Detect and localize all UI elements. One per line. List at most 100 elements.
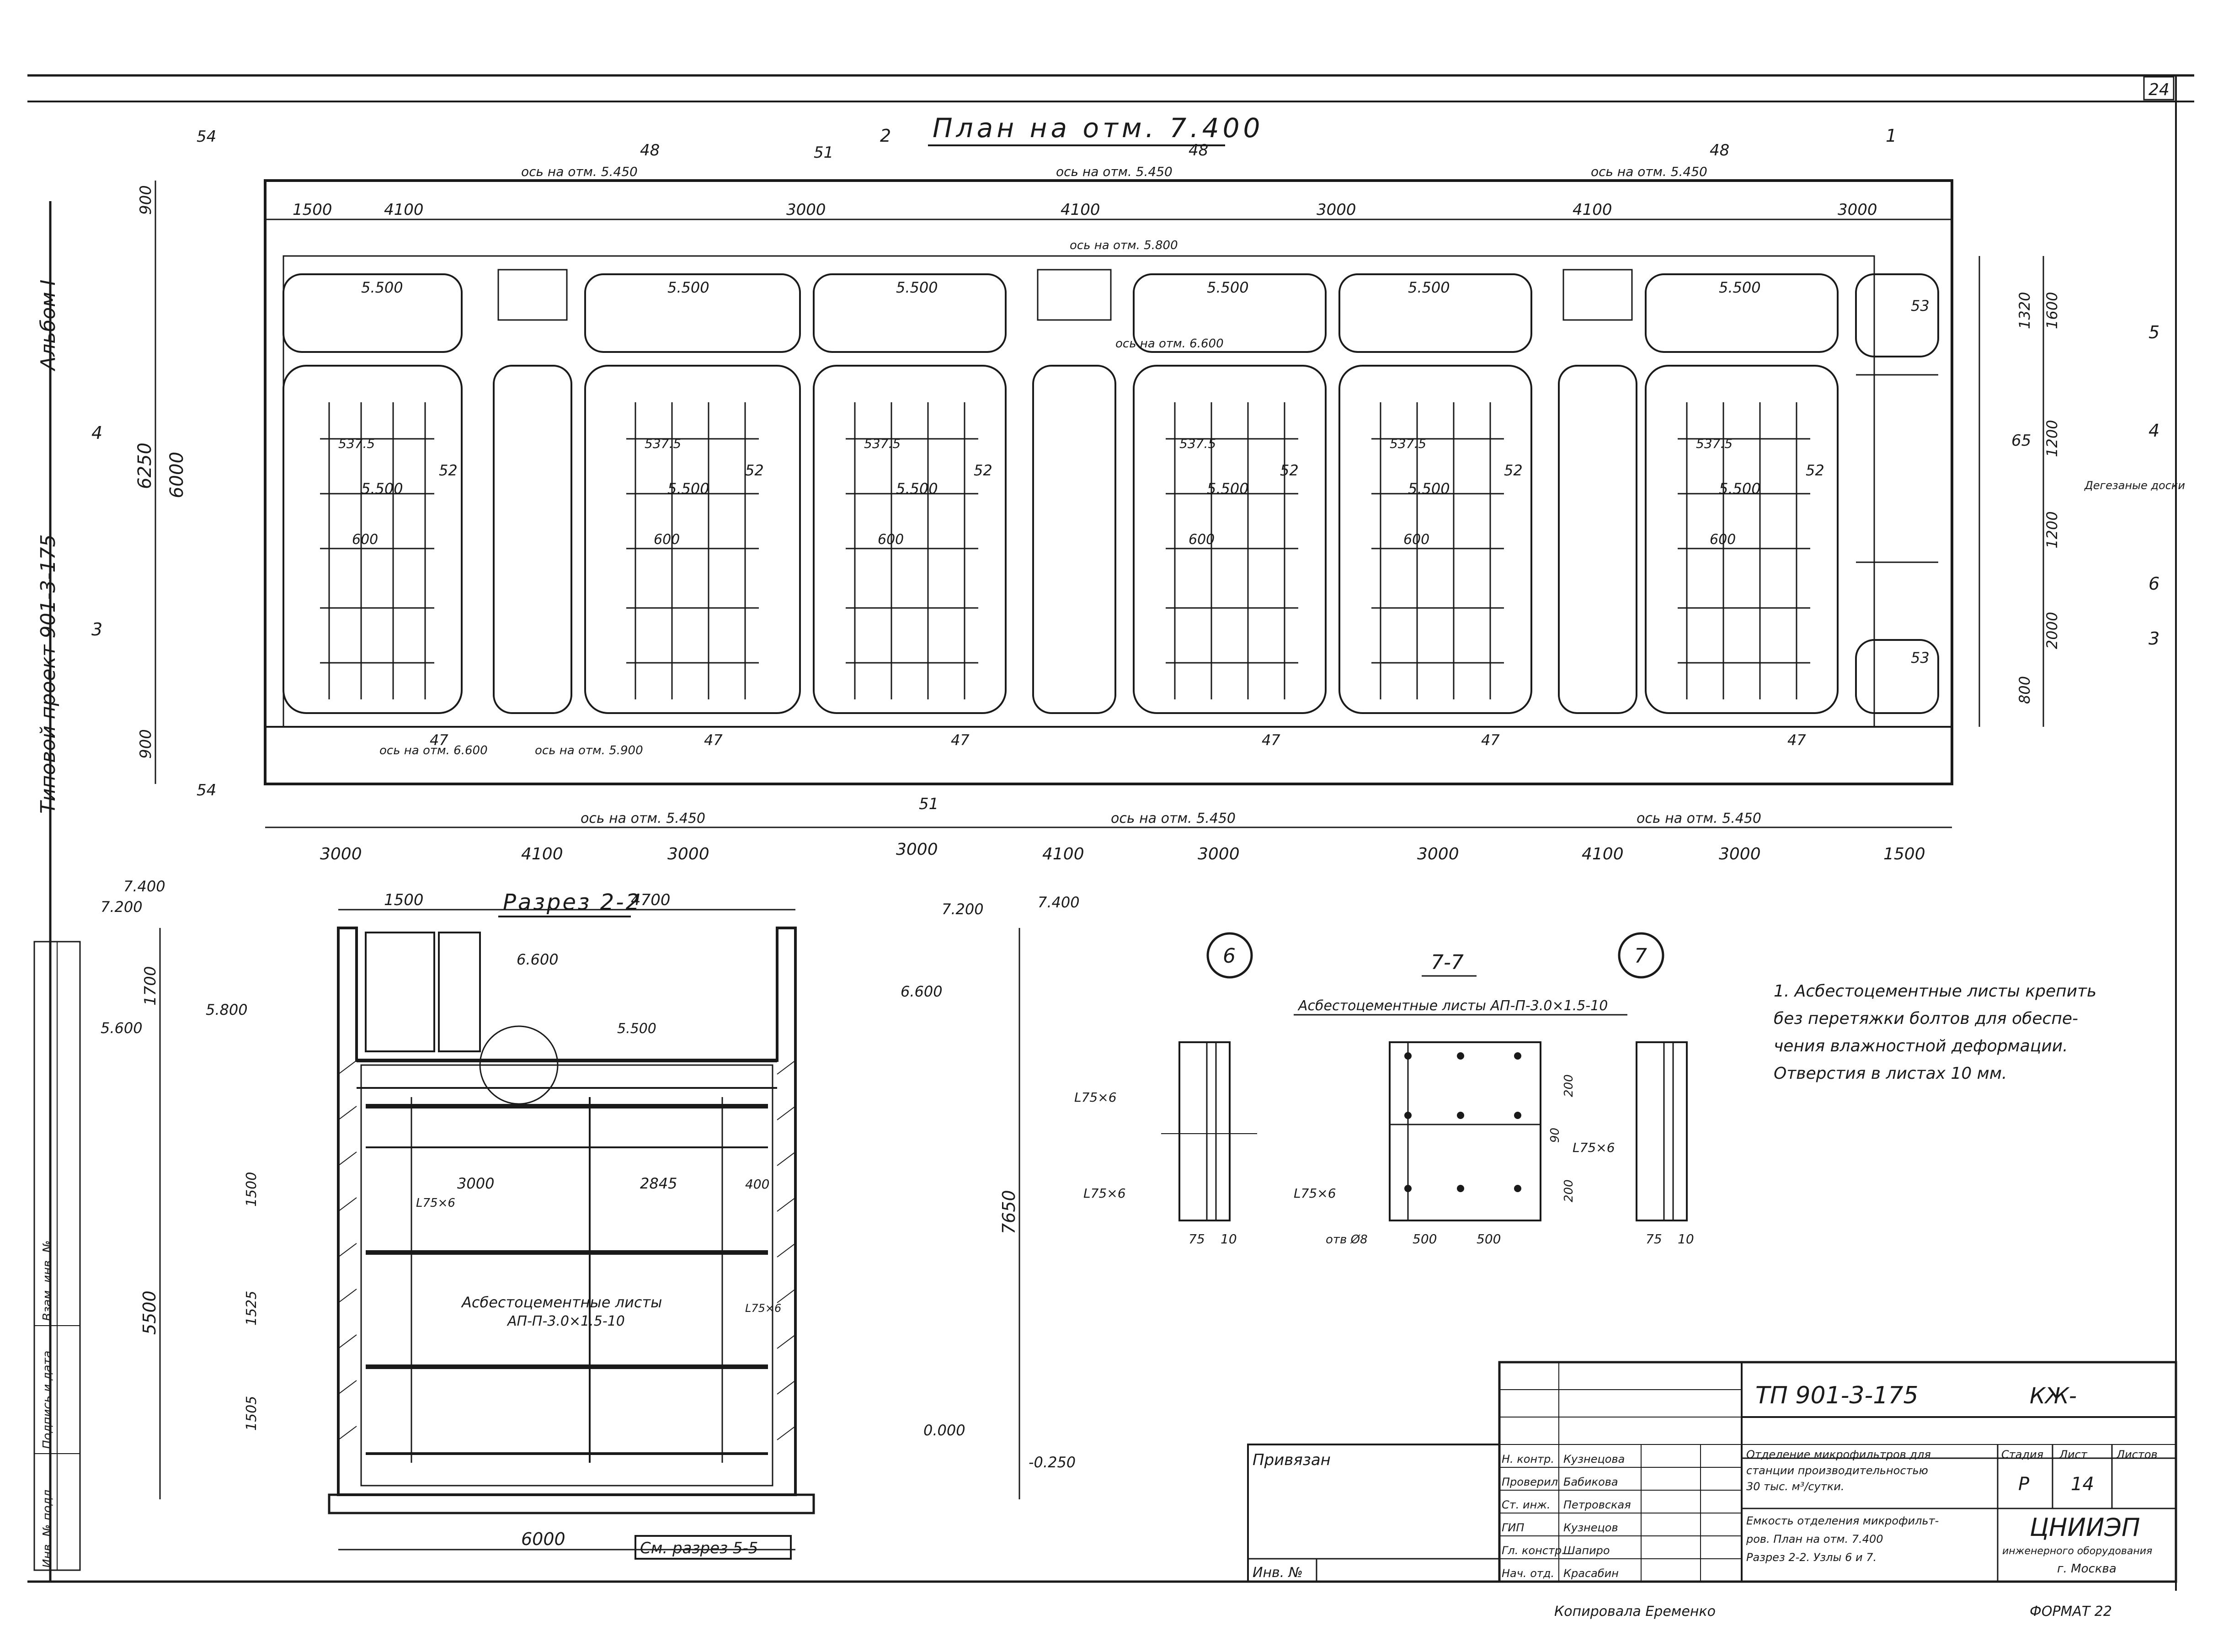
section22-elev-6600-r: 6.600 — [901, 983, 943, 1000]
plan-label-47-f: 47 — [1787, 731, 1806, 749]
plan-elev-4: 5.500 — [1207, 279, 1249, 296]
plan-section-mark-5: 5 — [2149, 322, 2159, 342]
tb-inv: Инв. № — [1253, 1565, 1303, 1581]
plan-label-600-e: 600 — [1403, 532, 1429, 548]
plan-dim-left-1: 900 — [137, 185, 155, 215]
plan-dim-right-4: 1200 — [2043, 512, 2061, 549]
section22-dim-right: 7650 — [999, 1190, 1019, 1234]
plan-dim-top-7: 3000 — [1838, 201, 1877, 219]
title-block: Привязан Инв. № ТП 901-3-175 КЖ- Н. конт… — [1247, 1361, 2177, 1620]
tb-sheet-title-1: Емкость отделения микрофильт- — [1746, 1514, 1939, 1527]
plan-label-47-e: 47 — [1481, 731, 1500, 749]
plan-section-mark-3: 3 — [2149, 629, 2159, 649]
plan-label-537-d: 537.5 — [1179, 436, 1216, 451]
side-stamp: Инв. № подл. Подпись и дата Взам. инв. № — [33, 941, 81, 1571]
plan-label-48-b: 48 — [1189, 141, 1208, 160]
note-line-2: без перетяжки болтов для обеспе- — [1774, 1009, 2078, 1028]
plan-dim-right-5: 2000 — [2043, 612, 2061, 649]
notes: 1. Асбестоцементные листы крепить без пе… — [1774, 982, 2096, 1083]
plan-label-52-f: 52 — [1806, 462, 1824, 479]
plan-label-52: 52 — [439, 462, 458, 479]
side-labels: Альбом I Типовой проект 901-3-175 — [37, 280, 60, 814]
plan-label-51-b: 51 — [919, 795, 938, 813]
tb-copier: Копировала Еременко — [1554, 1604, 1716, 1620]
plan-label-65: 65 — [2011, 432, 2031, 450]
section77-dim-200b: 200 — [1562, 1179, 1576, 1202]
plan-dim-top-4: 4100 — [1061, 201, 1100, 219]
section22-dim-400: 400 — [745, 1177, 769, 1192]
plan-dim-top-5: 3000 — [1317, 201, 1356, 219]
tb-name-2: Бабикова — [1563, 1476, 1618, 1488]
tb-name-5: Шапиро — [1563, 1544, 1610, 1557]
plan-dim-right-3: 1200 — [2043, 420, 2061, 457]
plan-section-mark-2: 2 — [880, 126, 891, 146]
plan-label-52-d: 52 — [1280, 462, 1299, 479]
plan-label-537-f: 537.5 — [1696, 436, 1733, 451]
plan-elev-12: 5.500 — [1719, 480, 1761, 497]
section-2-2: Разрез 2-2 — [101, 878, 1080, 1560]
note-line-3: чения влажностной деформации. — [1774, 1037, 2068, 1055]
plan-label-600-b: 600 — [654, 532, 680, 548]
plan-dim-top-6: 4100 — [1573, 201, 1612, 219]
plan-label-51: 51 — [814, 144, 833, 162]
plan-elev-1: 5.500 — [361, 279, 403, 296]
plan-label-600-f: 600 — [1710, 532, 1736, 548]
section22-elev-7200-r: 7.200 — [942, 901, 984, 918]
plan-dim-bottom-1: 3000 — [320, 845, 362, 863]
node7-dim-75: 75 — [1646, 1231, 1662, 1247]
section22-elev-7200: 7.200 — [101, 898, 143, 916]
tb-role-6: Нач. отд. — [1502, 1567, 1554, 1580]
plan-section-mark-1: 1 — [1886, 126, 1897, 146]
plan-label-52-b: 52 — [745, 462, 764, 479]
node6-dim-10: 10 — [1221, 1231, 1237, 1247]
plan-label-600-c: 600 — [878, 532, 904, 548]
plan-elev-8: 5.500 — [667, 480, 709, 497]
plan-title: План на отм. 7.400 — [933, 112, 1264, 144]
plan-elev-2: 5.500 — [667, 279, 709, 296]
nodes-6-7: 6 7 7-7 Асбестоцементные листы АП-П-3.0×… — [1074, 932, 1694, 1247]
plan-elev-6: 5.500 — [1719, 279, 1761, 296]
plan-dim-bottom-3: 3000 — [667, 845, 709, 863]
section22-elev-0000: 0.000 — [923, 1422, 965, 1439]
section22-title: Разрез 2-2 — [503, 890, 641, 915]
nodes-sheets-label: Асбестоцементные листы АП-П-3.0×1.5-10 — [1297, 998, 1608, 1014]
plan-label-47-b: 47 — [704, 731, 723, 749]
sheet-number: 24 — [2149, 80, 2170, 99]
plan-axis-bottom-1: ось на отм. 6.600 — [379, 744, 488, 757]
tb-role-2: Проверил — [1502, 1476, 1558, 1488]
tb-name-1: Кузнецова — [1563, 1453, 1625, 1465]
plan-label-54-b: 54 — [197, 781, 216, 799]
plan-modules — [283, 269, 1939, 714]
plan-label-537-b: 537.5 — [645, 436, 681, 451]
plan-label-54: 54 — [197, 128, 216, 146]
plan-elev-11: 5.500 — [1408, 480, 1450, 497]
side-album-label: Альбом I — [37, 280, 60, 372]
plan-label-52-e: 52 — [1504, 462, 1523, 479]
tb-object-1: Отделение микрофильтров для — [1746, 1448, 1931, 1461]
section22-dim-1500: 1500 — [244, 1172, 260, 1207]
section22-dim-1525: 1525 — [244, 1291, 260, 1326]
tb-object-3: 30 тыс. м³/сутки. — [1746, 1480, 1844, 1493]
node6-angle: L75×6 — [1074, 1090, 1117, 1105]
section22-angle: L75×6 — [416, 1196, 455, 1210]
section77-dim-500b: 500 — [1477, 1231, 1501, 1247]
tb-role-4: ГИП — [1502, 1521, 1524, 1534]
tb-sheet-title-3: Разрез 2-2. Узлы 6 и 7. — [1746, 1551, 1877, 1564]
plan-elev-10: 5.500 — [1207, 480, 1249, 497]
section22-dim-left-1: 1700 — [141, 966, 160, 1006]
section22-dim-top-2: 4700 — [631, 891, 671, 909]
section77-dim-500a: 500 — [1413, 1231, 1437, 1247]
plan-label-600-d: 600 — [1189, 532, 1215, 548]
plan-label-53: 53 — [1911, 297, 1930, 314]
section77-angle: L75×6 — [1294, 1186, 1336, 1201]
plan-axis-top-4: ось на отм. 5.800 — [1070, 239, 1178, 252]
stamp-sign: Подпись и дата — [41, 1351, 54, 1449]
plan-dim-right-6: 800 — [2016, 676, 2033, 704]
stamp-inv: Инв. № подл. — [41, 1486, 54, 1568]
section22-elev-6600: 6.600 — [517, 951, 559, 968]
node7-angle: L75×6 — [1573, 1140, 1615, 1155]
plan-dim-bottom-6: 3000 — [1198, 845, 1240, 863]
plan-label-600: 600 — [352, 532, 378, 548]
node7-dim-10: 10 — [1678, 1231, 1694, 1247]
